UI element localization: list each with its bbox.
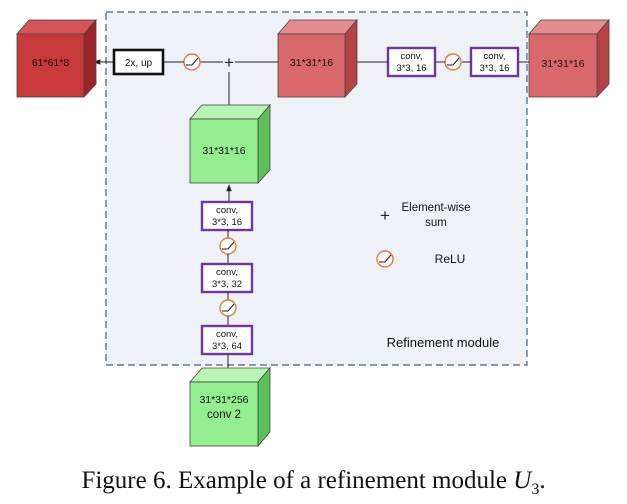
relu-icon-top-right	[444, 53, 462, 71]
caption-symbol: U	[513, 467, 532, 494]
conv-box-vertical-bottom: conv, 3*3, 64	[200, 324, 254, 356]
conv-box-vertical-mid: conv, 3*3, 32	[200, 262, 254, 294]
conv2-feature-line1: 31*31*256	[199, 394, 248, 406]
output-block: 61*61*8	[16, 18, 97, 99]
relu-icon-vertical-lower	[219, 299, 237, 317]
legend-relu-label: ReLU	[435, 252, 466, 266]
legend-sum-label-line1: Element-wise	[401, 202, 470, 214]
conv-vertical-mid-line2: 3*3, 32	[212, 279, 242, 290]
sum-icon-chain: +	[224, 53, 234, 72]
conv-vertical-bottom-line1: conv,	[216, 329, 238, 340]
conv-top-right-b-line1: conv,	[483, 51, 505, 62]
refinement-module-label: Refinement module	[387, 335, 500, 350]
decoder-feature-label: 31*31*16	[290, 57, 333, 69]
conv-top-right-b-line2: 3*3, 16	[479, 63, 509, 74]
conv-box-top-right-a: conv, 3*3, 16	[386, 46, 437, 78]
conv-box-top-right-b: conv, 3*3, 16	[469, 46, 520, 78]
decoder-feature-block: 31*31*16	[277, 18, 358, 99]
conv-top-right-a-line2: 3*3, 16	[396, 63, 426, 74]
conv-vertical-mid-line1: conv,	[216, 267, 238, 278]
conv-box-vertical-top: conv, 3*3, 16	[200, 200, 254, 232]
conv-vertical-top-line2: 3*3, 16	[212, 217, 242, 228]
conv-vertical-bottom-line2: 3*3, 64	[212, 341, 242, 352]
caption-prefix: Figure 6. Example of a refinement module	[81, 467, 514, 494]
conv-vertical-top-line1: conv,	[216, 205, 238, 216]
relu-icon-vertical-upper	[219, 237, 237, 255]
skip-feature-label: 31*31*16	[202, 145, 245, 157]
legend-sum-label-line2: sum	[425, 217, 447, 229]
upsample-label: 2x, up	[125, 58, 153, 69]
caption-suffix: .	[539, 467, 546, 494]
input-feature-block: 31*31*16	[528, 18, 610, 99]
conv2-feature-line2: conv 2	[207, 409, 241, 421]
figure-caption: Figure 6. Example of a refinement module…	[0, 467, 627, 499]
input-feature-label: 31*31*16	[541, 58, 584, 70]
legend-relu-icon	[376, 250, 394, 268]
conv2-feature-block: 31*31*256 conv 2	[189, 366, 271, 448]
output-label: 61*61*8	[32, 57, 70, 69]
legend-sum-icon: +	[380, 206, 390, 225]
upsample-box: 2x, up	[112, 48, 165, 76]
conv-top-right-a-line1: conv,	[400, 51, 422, 62]
skip-feature-block: 31*31*16	[189, 103, 271, 185]
relu-icon-top-left	[183, 53, 201, 71]
caption-subscript: 3	[531, 481, 540, 498]
